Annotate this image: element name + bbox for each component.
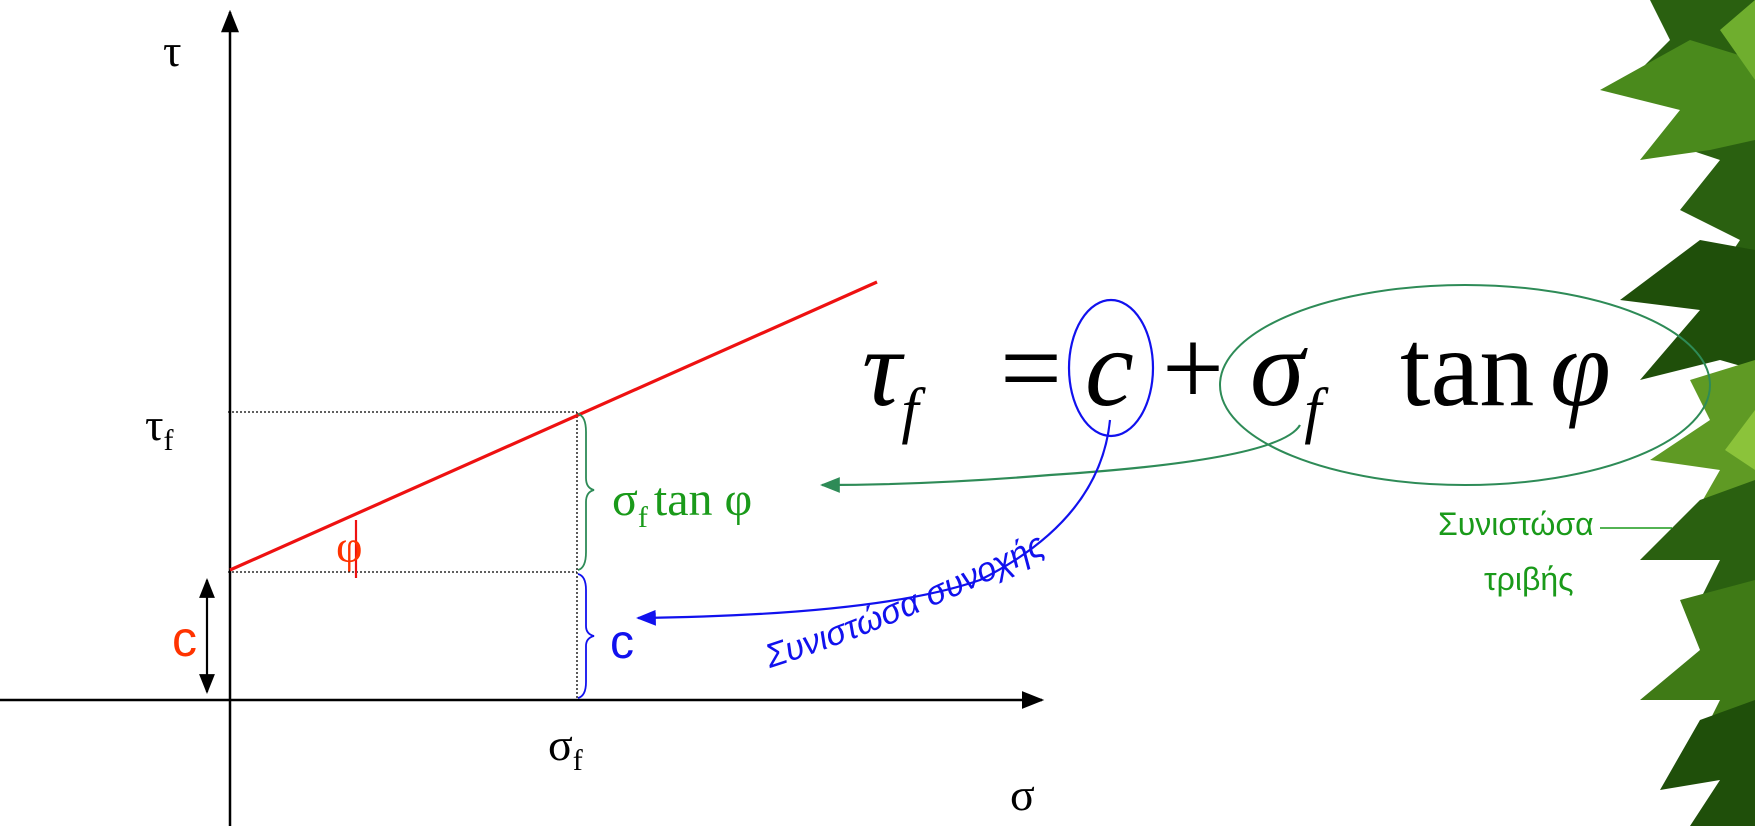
- svg-text:σf: σf: [548, 719, 583, 777]
- axes: [0, 9, 1045, 826]
- cohesion-term-label: c: [610, 616, 634, 669]
- svg-text:τf: τf: [145, 399, 174, 457]
- friction-pointer-arrow: [820, 424, 1301, 493]
- equation-sigma: σf: [1250, 307, 1329, 445]
- sigma-f-label: σf: [548, 719, 583, 777]
- friction-highlight-ellipse: [1219, 284, 1711, 486]
- cohesion-highlight-ellipse: [1067, 298, 1155, 438]
- equation-plus: +: [1162, 307, 1224, 429]
- phi-angle-label: φ: [336, 521, 363, 572]
- y-axis-label: τ: [163, 25, 182, 76]
- tau-f-label: τf: [145, 399, 174, 457]
- equation-lhs: τf: [862, 307, 926, 445]
- shear-strength-equation: τf = c + σf tan φ: [862, 307, 1611, 445]
- palm-foliage-icon: [1600, 0, 1755, 826]
- equation-cohesion: c: [1085, 307, 1134, 429]
- equation-tan: tan: [1400, 307, 1534, 429]
- cohesion-brace: [577, 573, 595, 699]
- failure-envelope-line: [229, 280, 878, 572]
- x-axis-label: σ: [1010, 769, 1035, 820]
- friction-brace: [577, 413, 595, 571]
- guide-lines: [228, 411, 578, 700]
- cohesion-component-annotation: Συνιστώσα συνοχής: [760, 526, 1051, 676]
- equation-equals: =: [1000, 307, 1062, 429]
- friction-component-annotation-line1: Συνιστώσα: [1438, 506, 1594, 542]
- intercept-c-label: c: [172, 611, 197, 667]
- cohesion-pointer-arrow: [636, 419, 1112, 626]
- equation-phi: φ: [1550, 307, 1611, 429]
- friction-component-annotation-line2: τριβής: [1484, 561, 1574, 597]
